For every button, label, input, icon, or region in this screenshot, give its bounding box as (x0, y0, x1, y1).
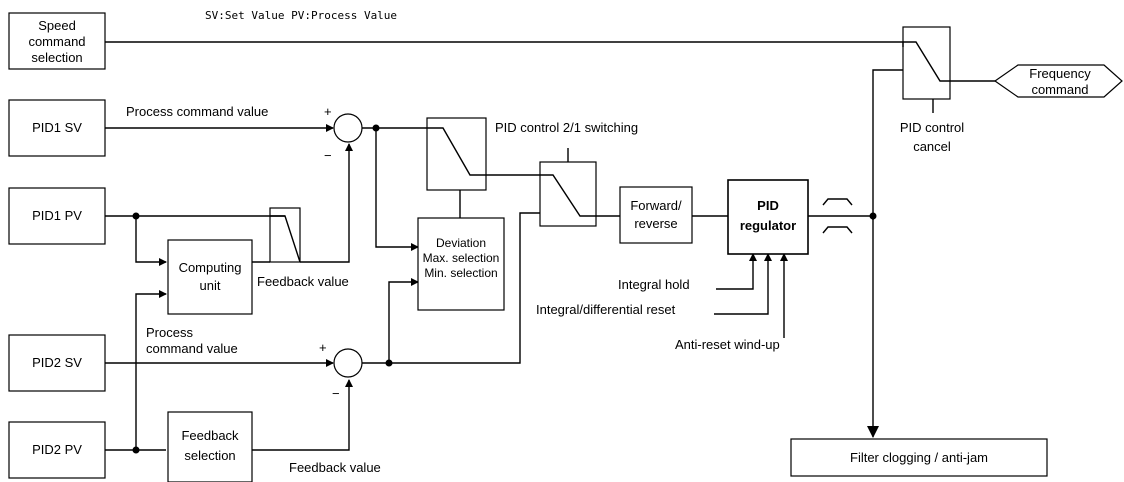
frequency-label-2: command (1031, 82, 1088, 97)
process-label-line1: Process (146, 325, 193, 340)
process-command-value-label: Process command value (126, 104, 268, 119)
junction-dot (385, 359, 393, 367)
minus-sign: − (332, 386, 340, 401)
frequency-label-1: Frequency (1029, 66, 1091, 81)
computing-label-1: Computing (179, 260, 242, 275)
wire-feedback2-sum2 (252, 379, 353, 451)
pid1-pv-block: PID1 PV (8, 187, 106, 245)
wire-pid1pv-computing (135, 216, 167, 266)
feedback-selection-block: Feedback selection (167, 411, 253, 482)
junction-dot (372, 124, 380, 132)
wire-speed-command (105, 41, 904, 47)
pid1-sv-block: PID1 SV (8, 99, 106, 157)
forward-label-1: Forward/ (630, 198, 682, 213)
forward-reverse-block: Forward/ reverse (619, 186, 693, 244)
filter-clogging-label: Filter clogging / anti-jam (850, 450, 988, 465)
pid-regulator-label-1: PID (757, 198, 779, 213)
filter-clogging-block: Filter clogging / anti-jam (790, 438, 1048, 477)
pid2-sv-label: PID2 SV (32, 355, 82, 370)
pid2-pv-block: PID2 PV (8, 421, 106, 479)
legend-text: SV:Set Value PV:Process Value (205, 9, 397, 22)
plus-sign: + (319, 340, 327, 355)
frequency-command-block: Frequency command (993, 64, 1123, 98)
wire-sum2-deviation (388, 278, 419, 363)
pid-control-cancel-line1: PID control (900, 120, 964, 135)
switch-3 (902, 26, 951, 113)
integral-hold-label: Integral hold (618, 277, 690, 292)
plus-sign: + (324, 104, 332, 119)
speed-label-1: Speed (38, 18, 76, 33)
pid2-pv-label: PID2 PV (32, 442, 82, 457)
wire-feedback1-sum1 (300, 143, 353, 263)
computing-label-2: unit (200, 278, 221, 293)
process-label-line2: command value (146, 341, 238, 356)
switch-2 (539, 148, 597, 227)
feedback-selection-label-1: Feedback (181, 428, 239, 443)
speed-command-selection-block: Speed command selection (8, 12, 106, 70)
computing-unit-block: Computing unit (167, 239, 253, 315)
summing-junction-1: + − (324, 104, 363, 163)
wire-sum1-deviation (375, 128, 419, 251)
feedback-value-label-2: Feedback value (289, 460, 381, 475)
feedback-selection-label-2: selection (184, 448, 235, 463)
pid-regulator-block: PID regulator (727, 179, 809, 255)
anti-reset-label: Anti-reset wind-up (675, 337, 780, 352)
pid-control-switching-label: PID control 2/1 switching (495, 120, 638, 135)
pid-regulator-label-2: regulator (740, 218, 796, 233)
minus-sign: − (324, 148, 332, 163)
wire-integral-hold (716, 253, 757, 290)
switch-1 (426, 117, 487, 191)
deviation-label-3: Min. selection (424, 266, 497, 280)
limiter-symbol (822, 198, 853, 234)
integral-reset-label: Integral/differential reset (536, 302, 676, 317)
wire-sum2-out (362, 212, 540, 364)
junction-dot (132, 212, 140, 220)
speed-label-3: selection (31, 50, 82, 65)
wire-bus-to-switch3 (872, 69, 903, 220)
deviation-block: Deviation Max. selection Min. selection (417, 217, 505, 311)
deviation-label-2: Max. selection (423, 251, 500, 265)
feedback-switch-1 (269, 207, 301, 263)
pid2-sv-block: PID2 SV (8, 334, 106, 392)
wire-pid2pv-computing (135, 290, 167, 450)
wire-integral-reset (714, 253, 772, 315)
pid1-pv-label: PID1 PV (32, 208, 82, 223)
junction-dot (869, 212, 877, 220)
speed-label-2: command (28, 34, 85, 49)
feedback-value-label-1: Feedback value (257, 274, 349, 289)
forward-label-2: reverse (634, 216, 677, 231)
junction-dot (132, 446, 140, 454)
deviation-label-1: Deviation (436, 236, 486, 250)
pid-control-cancel-line2: cancel (913, 139, 951, 154)
pid1-sv-label: PID1 SV (32, 120, 82, 135)
summing-junction-2: + − (319, 340, 363, 401)
